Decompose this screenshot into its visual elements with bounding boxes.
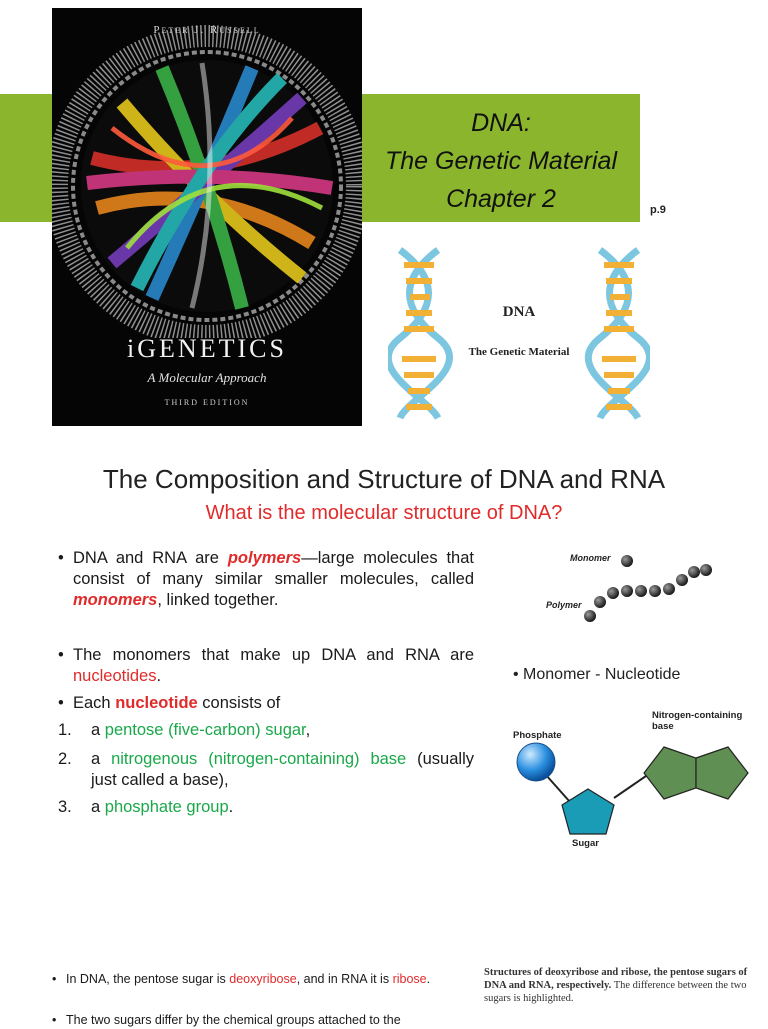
phosphate-label: Phosphate	[513, 730, 562, 741]
nucleotide-figure-title: • Monomer - Nucleotide	[513, 666, 681, 683]
list-item-phosphate: 3. a phosphate group.	[58, 798, 234, 816]
term-ribose: ribose	[392, 972, 427, 986]
list-item-base: 2. a nitrogenous (nitrogen-containing) b…	[58, 750, 474, 789]
bullet-polymers: • DNA and RNA are polymers—large molecul…	[58, 549, 474, 609]
dna-helix-graphic	[388, 247, 650, 420]
title-line-3: Chapter 2	[446, 185, 556, 213]
section-subheading: What is the molecular structure of DNA?	[205, 502, 563, 524]
list-item-sugar: 1. a pentose (five-carbon) sugar,	[58, 721, 311, 739]
slide-title: DNA: The Genetic Material Chapter 2	[362, 104, 640, 218]
bullet-nucleotide-consists: • Each nucleotide consists of	[58, 694, 281, 712]
book-subtitle: A Molecular Approach	[147, 370, 267, 385]
section-heading: The Composition and Structure of DNA and…	[102, 464, 666, 494]
dna-helix-image: DNA The Genetic Material	[388, 238, 650, 430]
bullet-marker: •	[58, 694, 64, 712]
term-nucleotide: nucleotide	[115, 694, 198, 712]
nucleotide-graphic	[516, 742, 749, 835]
bullet-sugars: • In DNA, the pentose sugar is deoxyribo…	[52, 972, 431, 986]
book-edition: THIRD EDITION	[164, 398, 250, 407]
monomer-polymer-graphic	[584, 555, 712, 622]
page-reference: p.9	[650, 204, 666, 216]
monomer-polymer-figure: Monomer Polymer	[540, 544, 752, 628]
title-line-2: The Genetic Material	[384, 147, 618, 175]
left-helix	[388, 247, 453, 420]
term-nucleotides: nucleotides	[73, 667, 157, 685]
figure-caption: Structures of deoxyribose and ribose, th…	[484, 967, 748, 1004]
sugar-label: Sugar	[572, 838, 599, 849]
dna-image-label: DNA	[502, 304, 536, 320]
circos-graphic	[52, 25, 362, 338]
monomer-label: Monomer	[570, 553, 611, 563]
title-line-1: DNA:	[471, 109, 531, 137]
term-deoxyribose: deoxyribose	[229, 972, 297, 986]
base-label: Nitrogen-containing base	[652, 710, 743, 732]
right-helix	[585, 247, 650, 420]
bullet-marker: •	[58, 549, 64, 567]
polymer-label: Polymer	[546, 600, 582, 610]
nucleotide-figure: Phosphate Nitrogen-containing base Sugar	[506, 702, 758, 852]
bullet-sugar-difference: • The two sugars differ by the chemical …	[52, 1013, 401, 1027]
bullet-marker: •	[58, 646, 64, 664]
term-polymers: polymers	[227, 549, 302, 567]
term-monomers: monomers	[73, 591, 158, 609]
book-title: iGENETICS	[127, 334, 287, 363]
dna-image-sublabel: The Genetic Material	[468, 346, 570, 358]
bullet-marker: •	[52, 1013, 57, 1027]
bullet-marker: •	[52, 972, 57, 986]
book-cover: Peter J. Russell iGENETICS A Molecular A…	[52, 8, 362, 426]
bullet-nucleotides: • The monomers that make up DNA and RNA …	[58, 646, 474, 685]
